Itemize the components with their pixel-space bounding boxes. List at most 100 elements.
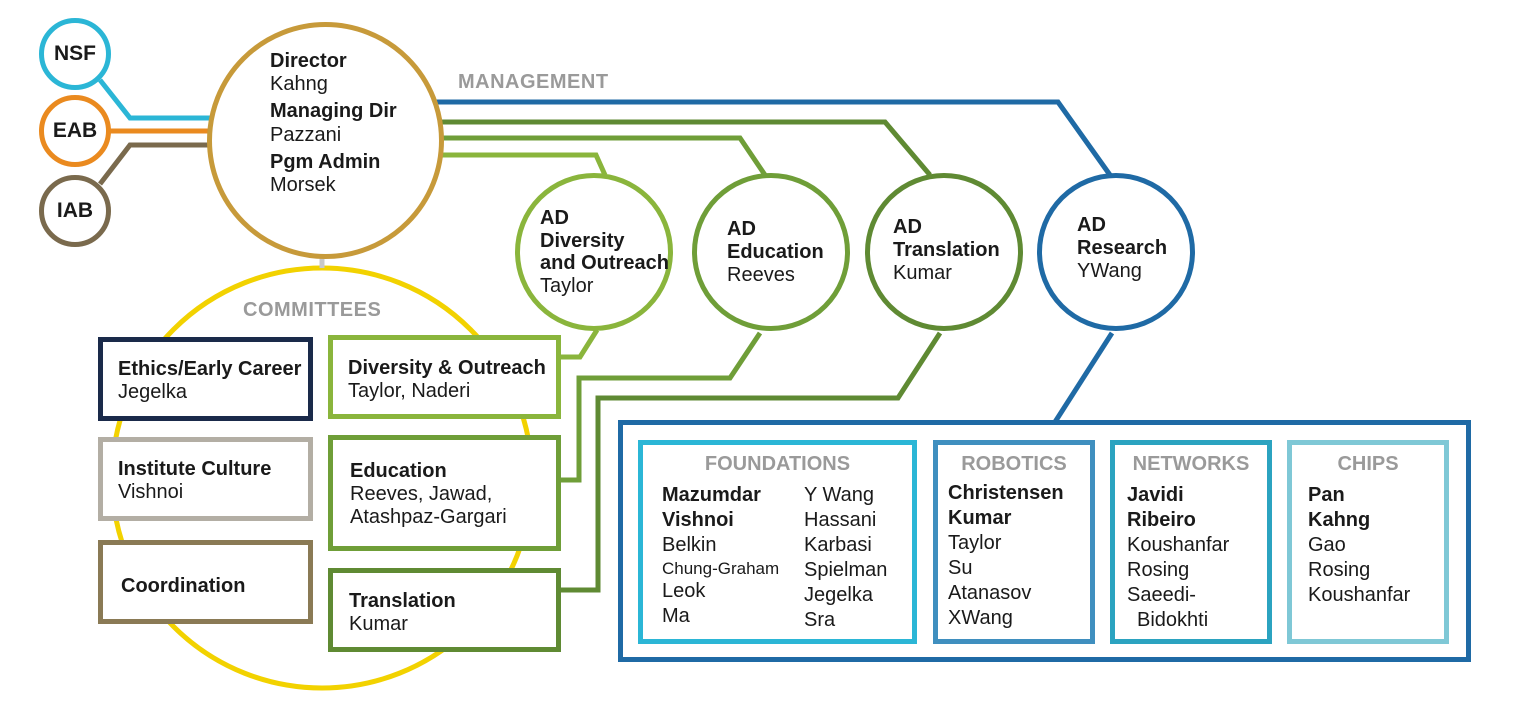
foundations-lead-1: Mazumdar <box>662 484 761 506</box>
diversity-committee-text: Diversity & Outreach Taylor, Naderi <box>348 357 546 403</box>
robotics-lead-1: Christensen <box>948 482 1064 504</box>
robotics-lead-2: Kumar <box>948 507 1012 529</box>
translation-committee-text: Translation Kumar <box>349 590 456 636</box>
foundations-col2: Y Wang Hassani Karbasi Spielman Jegelka … <box>804 483 887 633</box>
iab-link <box>98 142 212 186</box>
robotics-title: ROBOTICS <box>961 453 1067 475</box>
committees-label: COMMITTEES <box>243 299 382 321</box>
director-circle <box>207 22 444 259</box>
ethics-committee-box: Ethics/Early Career Jegelka <box>98 337 313 421</box>
foundations-member: Jegelka <box>804 584 873 606</box>
diversity-members: Taylor, Naderi <box>348 380 471 403</box>
iab-circle: IAB <box>39 175 111 247</box>
ad-research-circle <box>1037 173 1195 331</box>
foundations-box <box>638 440 917 644</box>
foundations-member: Y Wang <box>804 484 875 506</box>
ad-research-role: AD <box>1077 214 1106 236</box>
translation-members: Kumar <box>349 613 408 636</box>
ad-translation-circle <box>865 173 1023 331</box>
iab-label: IAB <box>56 199 94 222</box>
diversity-committee-link <box>560 328 600 360</box>
networks-member: Bidokhti <box>1137 609 1209 631</box>
eab-circle: EAB <box>39 95 111 167</box>
foundations-member: Leok <box>662 580 706 603</box>
chips-box <box>1287 440 1449 644</box>
networks-member: Koushanfar <box>1127 534 1230 556</box>
research-line <box>420 99 1113 177</box>
ad-diversity-circle <box>515 173 673 331</box>
ad-translation-name: Kumar <box>893 262 952 285</box>
management-label: MANAGEMENT <box>458 71 609 93</box>
networks-box <box>1110 440 1272 644</box>
ad-diversity-text: AD Diversity and Outreach Taylor <box>540 207 669 297</box>
chips-member: Koushanfar <box>1308 584 1411 606</box>
ad-diversity-role: AD <box>540 207 569 229</box>
foundations-member: Karbasi <box>804 534 872 556</box>
chips-member: Rosing <box>1308 559 1371 581</box>
networks-member: Saeedi- <box>1127 584 1196 606</box>
chips-lead-2: Kahng <box>1308 509 1371 531</box>
culture-committee-text: Institute Culture Vishnoi <box>118 458 271 504</box>
diversity-committee-box: Diversity & Outreach Taylor, Naderi <box>328 335 561 419</box>
chips-lead-1: Pan <box>1308 484 1345 506</box>
culture-committee-box: Institute Culture Vishnoi <box>98 437 313 521</box>
networks-col: Javidi Ribeiro Koushanfar Rosing Saeedi-… <box>1127 483 1229 633</box>
education-title: Education <box>350 460 447 482</box>
education-committee-text: Education Reeves, Jawad, Atashpaz-Gargar… <box>350 460 507 530</box>
coordination-committee-box: Coordination <box>98 540 313 624</box>
nsf-link <box>98 78 212 121</box>
foundations-member: Belkin <box>662 534 717 556</box>
diversity-title: Diversity & Outreach <box>348 357 546 379</box>
translation-committee-box: Translation Kumar <box>328 568 561 652</box>
coordination-title: Coordination <box>121 575 246 597</box>
culture-title: Institute Culture <box>118 458 272 480</box>
translation-committee-link <box>560 331 943 593</box>
ad-diversity-line3: and Outreach <box>540 252 669 275</box>
ethics-members: Jegelka <box>118 381 187 404</box>
pgm-admin-role: Pgm Admin <box>270 150 381 173</box>
foundations-member: Sra <box>804 609 836 631</box>
ad-translation-role: AD <box>893 216 922 238</box>
pgm-admin-name: Morsek <box>270 173 336 196</box>
networks-member: Rosing <box>1127 559 1190 581</box>
education-committee-box: Education Reeves, Jawad, Atashpaz-Gargar… <box>328 435 561 551</box>
ad-research-text: AD Research YWang <box>1077 214 1167 284</box>
robotics-member: Taylor <box>948 532 1002 554</box>
robotics-box <box>933 440 1095 644</box>
ad-research-line2: Research <box>1077 237 1168 260</box>
foundations-col1: Mazumdar Vishnoi Belkin Chung-Graham Leo… <box>662 483 779 629</box>
director-name: Kahng <box>270 73 328 96</box>
foundations-title: FOUNDATIONS <box>704 453 851 475</box>
education-members-2: Atashpaz-Gargari <box>350 506 507 529</box>
ad-translation-line2: Translation <box>893 239 1000 262</box>
foundations-lead-2: Vishnoi <box>662 509 734 531</box>
translation-line <box>440 119 932 177</box>
foundations-member: Spielman <box>804 559 888 581</box>
coordination-committee-text: Coordination <box>121 575 245 598</box>
foundations-member: Hassani <box>804 509 877 531</box>
networks-title: NETWORKS <box>1132 453 1250 475</box>
robotics-member: Su <box>948 557 973 579</box>
chips-col: Pan Kahng Gao Rosing Koushanfar <box>1308 483 1410 608</box>
ad-research-name: YWang <box>1077 260 1142 283</box>
chips-member: Gao <box>1308 534 1346 556</box>
eab-label: EAB <box>52 119 98 142</box>
ethics-title: Ethics/Early Career <box>118 358 302 380</box>
networks-lead-1: Javidi <box>1127 484 1184 506</box>
robotics-col: Christensen Kumar Taylor Su Atanasov XWa… <box>948 481 1064 631</box>
ad-translation-text: AD Translation Kumar <box>893 216 1000 286</box>
education-committee-link <box>560 331 763 483</box>
ad-diversity-line2: Diversity <box>540 229 625 252</box>
translation-title: Translation <box>349 590 456 612</box>
robotics-member: XWang <box>948 607 1013 629</box>
education-members-1: Reeves, Jawad, <box>350 483 493 506</box>
ad-education-text: AD Education Reeves <box>727 218 824 288</box>
robotics-member: Atanasov <box>948 582 1032 604</box>
networks-lead-2: Ribeiro <box>1127 509 1196 531</box>
ad-education-line2: Education <box>727 241 824 264</box>
foundations-member: Chung-Graham <box>662 559 780 578</box>
director-role: Director <box>270 50 347 72</box>
research-box-link <box>1052 331 1115 424</box>
culture-members: Vishnoi <box>118 481 184 504</box>
